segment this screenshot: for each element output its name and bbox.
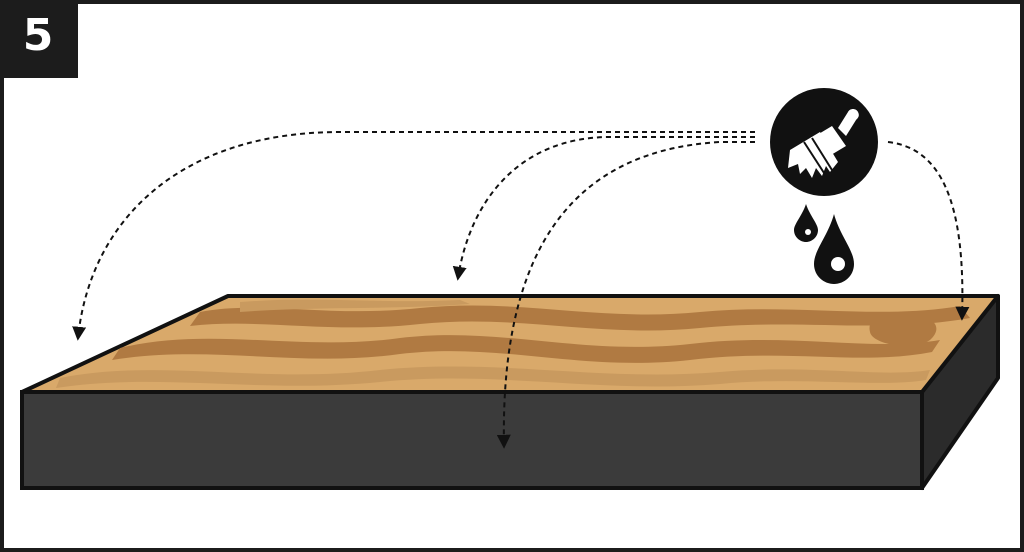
- paint-brush-icon: [770, 88, 878, 196]
- dashed-arrow-right-corner: [887, 141, 970, 321]
- small-drop: [794, 204, 818, 242]
- wood-knot: [869, 313, 937, 346]
- step-number: 5: [22, 10, 54, 61]
- dashed-arrow-top-center: [452, 136, 755, 281]
- step-badge: 5: [0, 0, 78, 78]
- large-drop: [814, 214, 854, 284]
- wood-grain-band: [240, 299, 470, 312]
- dashed-arrow-left-corner: [72, 131, 755, 341]
- wood-grain: [56, 299, 970, 388]
- wood-grain-band: [56, 366, 930, 388]
- board-front-face: [20, 390, 924, 490]
- wood-grain-band: [112, 335, 940, 363]
- wood-grain-band: [190, 305, 970, 331]
- dashed-arrow-front-face: [496, 141, 755, 449]
- oil-drops-icon: [794, 204, 854, 284]
